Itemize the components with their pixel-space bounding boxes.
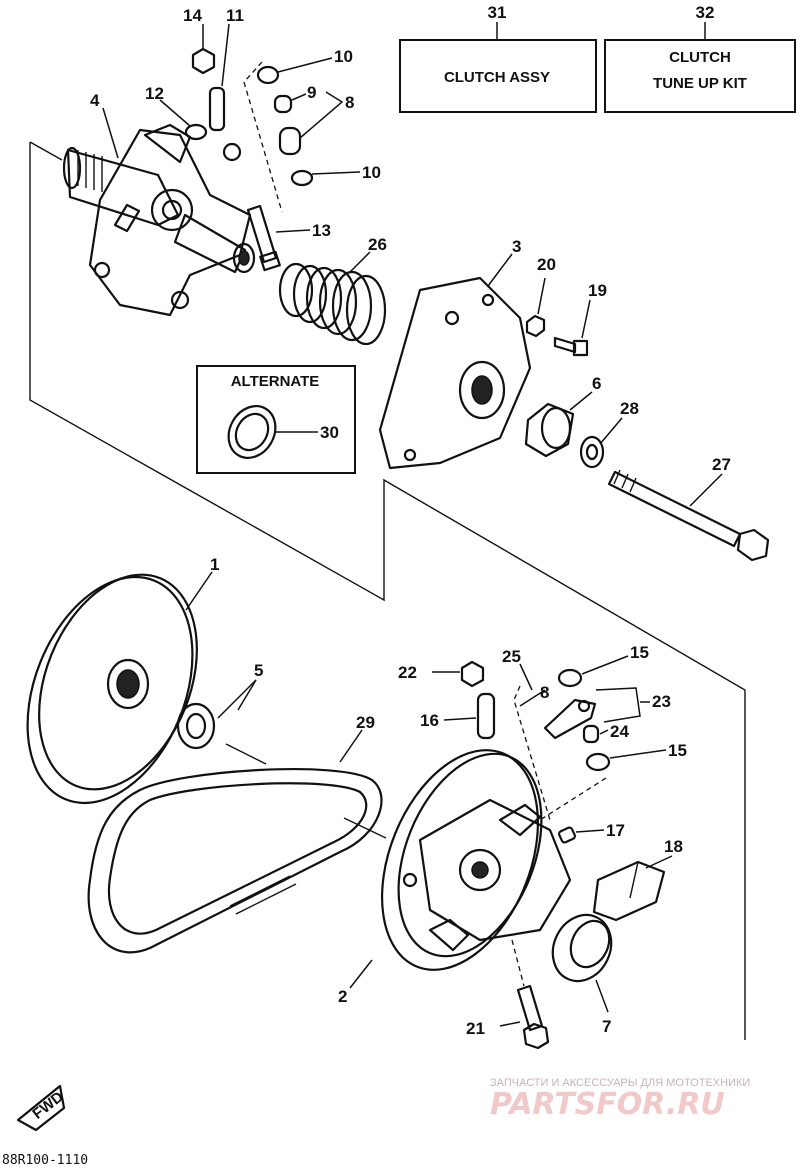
part-number-9: 9 <box>307 83 316 102</box>
part-number-8-top: 8 <box>345 93 354 112</box>
part-number-30: 30 <box>320 423 339 442</box>
part-29-drive-belt[interactable]: 29 <box>87 713 387 954</box>
part-25-spacer[interactable]: 25 8 <box>502 647 551 821</box>
part-28-washer[interactable]: 28 <box>579 399 639 469</box>
part-number-15-bottom: 15 <box>668 741 687 760</box>
part-number-8-bottom: 8 <box>540 683 549 702</box>
alternate-label: ALTERNATE <box>231 373 320 390</box>
part-7-bushing[interactable]: 7 <box>542 905 621 1036</box>
part-number-28: 28 <box>620 399 639 418</box>
watermark-line1: ЗАПЧАСТИ И АКСЕССУАРЫ ДЛЯ МОТОТЕХНИКИ <box>490 1077 750 1089</box>
part-number-10-bottom: 10 <box>362 163 381 182</box>
kit-number-32: 32 <box>696 3 715 22</box>
part-13-bolt[interactable]: 13 <box>246 204 331 272</box>
part-14-nut[interactable]: 14 <box>183 6 216 75</box>
part-number-17: 17 <box>606 821 625 840</box>
part-number-23: 23 <box>652 692 671 711</box>
part-27-bolt[interactable]: 27 <box>607 455 770 562</box>
part-16-pin[interactable]: 16 <box>420 692 496 740</box>
part-15-washer-bottom[interactable]: 15 <box>585 741 687 772</box>
part-number-12: 12 <box>145 84 164 103</box>
part-20-nut[interactable]: 20 <box>525 255 556 338</box>
part-6-bushing[interactable]: 6 <box>524 374 601 458</box>
watermark-line2: PARTSFOR.RU <box>490 1087 725 1122</box>
part-15-washer-top[interactable]: 15 <box>557 643 649 688</box>
part-number-10-top: 10 <box>334 47 353 66</box>
part-23-arm[interactable]: 23 <box>543 687 671 740</box>
part-26-spring[interactable]: 26 <box>278 235 387 346</box>
part-number-4: 4 <box>90 91 100 110</box>
part-number-27: 27 <box>712 455 731 474</box>
part-number-15-top: 15 <box>630 643 649 662</box>
part-number-13: 13 <box>312 221 331 240</box>
assembly-dash-line <box>539 777 607 821</box>
part-22-nut[interactable]: 22 <box>398 660 485 688</box>
part-3-cover[interactable]: 3 <box>378 237 532 470</box>
kit-box-clutch-assy[interactable]: 31 CLUTCH ASSY <box>399 3 597 113</box>
part-number-11: 11 <box>226 6 244 25</box>
part-number-2: 2 <box>338 987 347 1006</box>
part-24-roller[interactable]: 24 <box>582 722 629 744</box>
alternate-box[interactable]: ALTERNATE 30 <box>196 365 356 474</box>
part-number-1: 1 <box>210 555 219 574</box>
part-number-7: 7 <box>602 1017 611 1036</box>
kit-number-31: 31 <box>488 3 507 22</box>
part-number-24: 24 <box>610 722 629 741</box>
part-5-collar[interactable]: 5 <box>176 661 263 750</box>
part-number-5: 5 <box>254 661 263 680</box>
part-number-29: 29 <box>356 713 375 732</box>
kit-label-clutch-assy: CLUTCH ASSY <box>444 69 550 86</box>
part-4-spider-shaft[interactable]: 4 <box>62 91 256 317</box>
part-number-14: 14 <box>183 6 202 25</box>
part-2-movable-sheave[interactable]: 2 <box>338 727 572 1006</box>
part-number-6: 6 <box>592 374 601 393</box>
roller-kit-group[interactable]: 10 9 8 10 <box>243 47 381 213</box>
kit-box-clutch-tune-up-kit[interactable]: 32 CLUTCH TUNE UP KIT <box>604 3 796 113</box>
part-17-screw[interactable]: 17 <box>558 821 625 844</box>
part-number-26: 26 <box>368 235 387 254</box>
watermark: ЗАПЧАСТИ И АКСЕССУАРЫ ДЛЯ МОТОТЕХНИКИ PA… <box>490 1077 750 1122</box>
kit-label-clutch-line2: TUNE UP KIT <box>653 75 747 92</box>
upper-assembly-frame <box>29 141 746 1040</box>
part-number-21: 21 <box>466 1019 485 1038</box>
part-21-bolt[interactable]: 21 <box>466 939 550 1050</box>
part-number-3: 3 <box>512 237 521 256</box>
kit-label-clutch-line1: CLUTCH <box>669 49 731 66</box>
part-number-25: 25 <box>502 647 521 666</box>
part-11-pin[interactable]: 11 <box>208 6 244 132</box>
part-number-22: 22 <box>398 663 417 682</box>
fwd-direction-arrow: FWD <box>16 1084 67 1132</box>
part-number-20: 20 <box>537 255 556 274</box>
part-1-fixed-sheave[interactable]: 1 <box>0 551 227 827</box>
part-number-19: 19 <box>588 281 607 300</box>
part-19-screw[interactable]: 19 <box>553 281 607 357</box>
part-number-18: 18 <box>664 837 683 856</box>
part-12-washer[interactable]: 12 <box>145 84 208 141</box>
part-18-slider[interactable]: 18 <box>592 837 683 922</box>
diagram-code: 88R100-1110 <box>2 1153 88 1168</box>
part-number-16: 16 <box>420 711 439 730</box>
